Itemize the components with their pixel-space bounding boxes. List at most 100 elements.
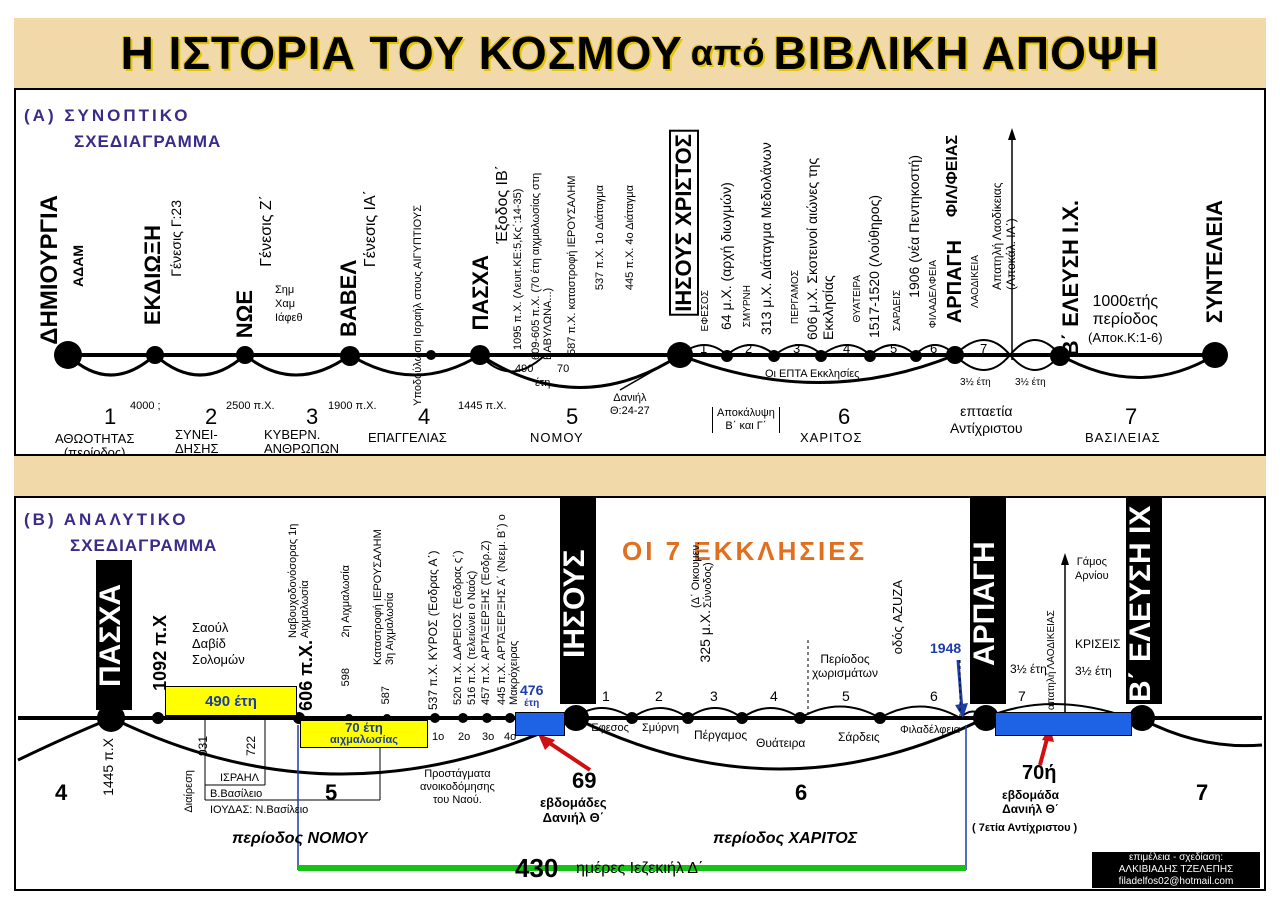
node-b-c5 <box>874 712 886 724</box>
box-490-years: 490 έτη <box>165 686 297 716</box>
seven-churches-title: ΟΙ 7 ΕΚΚΛΗΣΙΕΣ <box>622 536 868 566</box>
label-expulsion: ΕΚΔΙΩΞΗ <box>140 225 165 326</box>
node-b-587 <box>383 714 391 722</box>
node-b-c3 <box>736 712 748 724</box>
church-num-4: 4 <box>843 341 851 356</box>
node-second-coming <box>1050 346 1070 366</box>
label-537: 537 π.Χ. 1ο Διάταγμα <box>594 185 606 291</box>
label-b-israel: ΙΣΡΑΗΛ <box>220 772 260 784</box>
label-end: ΣΥΝΤΕΛΕΙΑ <box>1202 200 1227 324</box>
node-b-598 <box>345 714 353 722</box>
label-b-606: 606 π.Χ. <box>296 640 316 711</box>
church-num-7: 7 <box>980 341 988 356</box>
node-end <box>1202 342 1228 368</box>
label-b-722: 722 <box>244 736 258 757</box>
title-part2: από <box>690 32 766 73</box>
bar-second-coming: Β΄ ΕΛΕΥΣΗ ΙΧ <box>1124 496 1162 704</box>
label-b-grace-period: περίοδος ΧΑΡΙΤΟΣ <box>713 830 858 847</box>
period-5-num: 5 <box>566 404 579 429</box>
label-b-p4: 4 <box>55 780 68 805</box>
label-b-516: 516 π.Χ. (τελειώνει ο Ναός) <box>466 570 478 705</box>
label-apati-laod: Απατηλή Λαοδίκειας (Αποκάλ. ΙΑ΄) <box>990 182 1018 290</box>
label-b-law-period: περίοδος ΝΟΜΟΥ <box>232 830 368 847</box>
label-609: 609-605 π.Χ. (70 έτη αιχμαλωσίας στη ΒΑΒ… <box>530 172 554 360</box>
period-4-label: ΕΠΑΓΓΕΛΙΑΣ <box>368 430 447 445</box>
label-b-587: 587 <box>380 686 392 705</box>
label-b-north-kingdom: Β.Βασίλειο <box>210 788 263 800</box>
node-c4 <box>864 350 876 362</box>
church-num-5: 5 <box>890 341 898 356</box>
period-1-num: 1 <box>104 404 117 429</box>
node-b-jesus <box>563 705 589 731</box>
label-philadelphia-short: ΦΙΛ/ΦΕΙΑΣ <box>944 135 961 218</box>
period-3-label: ΚΥΒΕΡΝ.ΑΝΘΡΩΠΩΝ <box>264 427 340 456</box>
label-b-p7: 7 <box>1196 780 1209 805</box>
bar-passover: ΠΑΣΧΑ <box>94 560 132 710</box>
node-b-520 <box>458 713 468 723</box>
label-b-d1: 1ο <box>432 731 445 743</box>
label-b-d4: 4ο <box>504 731 517 743</box>
title-bar: Η ΙΣΤΟΡΙΑ ΤΟΥ ΚΟΣΜΟΥ από ΒΙΒΛΙΚΗ ΑΠΟΨΗ <box>14 18 1266 88</box>
period-7-label: ΒΑΣΙΛΕΙΑΣ <box>1085 430 1161 445</box>
label-b-931: 931 <box>196 736 210 757</box>
label-gen11: Γένεσις ΙΑ΄ <box>362 190 379 268</box>
label-313: 313 μ.Χ. Διάταγμα Μεδιολάνων <box>758 142 774 335</box>
node-c1 <box>721 350 733 362</box>
label-pergamos: ΠΕΡΓΑΜΟΣ <box>790 270 801 325</box>
label-b-70th: 70ή <box>1022 762 1057 784</box>
label-b-smyrna: Σμύρνη <box>642 722 680 734</box>
node-creation <box>54 341 82 369</box>
node-expulsion <box>146 346 164 364</box>
label-laodicea: ΛΑΟΔΙΚΕΙΑ <box>970 255 981 308</box>
node-jesus <box>667 342 693 368</box>
year-2500: 2500 π.Χ. <box>226 400 275 412</box>
node-b-rapture <box>973 705 999 731</box>
label-b-445: 445 π.Χ. ΑΡΤΑΞΕΡΞΗΣ Α΄ (Νεεμ. Β΄) ο Μακρ… <box>496 514 520 705</box>
label-490: 490 <box>515 363 534 375</box>
label-b-council: (Δ΄ Οικουμεν. Σύνοδος) <box>690 541 714 608</box>
label-b-1092: 1092 π.Χ <box>150 615 170 691</box>
label-eti-a: έτη <box>535 377 551 389</box>
section-b-subtitle: ΣΧΕΔΙΑΓΡΑΜΜΑ <box>70 536 218 555</box>
section-a-subtitle: ΣΧΕΔΙΑΓΡΑΜΜΑ <box>74 132 222 151</box>
label-jesus-christ: ΙΗΣΟΥΣ ΧΡΙΣΤΟΣ <box>669 130 699 316</box>
label-1906: 1906 (νέα Πεντηκοστή) <box>906 155 922 298</box>
label-b-philadelphia: Φιλαδέλφεια <box>900 724 961 736</box>
page-title: Η ΙΣΤΟΡΙΑ ΤΟΥ ΚΟΣΜΟΥ από ΒΙΒΛΙΚΗ ΑΠΟΨΗ <box>14 18 1266 88</box>
year-4000: 4000 ; <box>130 400 161 412</box>
period-6-label: ΧΑΡΙΤΟΣ <box>800 430 863 445</box>
panel-analytic <box>14 496 1266 891</box>
label-b-d2: 2ο <box>458 731 471 743</box>
label-b-antichrist: ( 7ετία Αντίχριστου ) <box>972 822 1078 834</box>
label-ephesus: ΕΦΕΣΟΣ <box>700 290 711 332</box>
node-b-c2 <box>682 712 694 724</box>
title-part3: ΒΙΒΛΙΚΗ ΑΠΟΨΗ <box>773 27 1160 79</box>
node-rapture <box>946 346 964 364</box>
label-b-325: 325 μ.Χ. <box>697 610 713 663</box>
label-b-half1: 3½ έτη <box>1010 662 1047 676</box>
label-rapture: ΑΡΠΑΓΗ <box>944 240 966 324</box>
label-seven-churches: Οι ΕΠΤΑ Εκκλησίες <box>765 368 860 380</box>
label-b-destruction: Καταστροφή ΙΕΡΟΥΣΑΛΗΜ 3η Αιχμαλωσία <box>372 529 396 665</box>
label-b-c5: 5 <box>842 688 850 704</box>
node-b-c1 <box>626 712 638 724</box>
label-b-azusa: οδός AZUZA <box>890 580 905 655</box>
label-b-430: 430 <box>515 853 559 883</box>
label-thyatira: ΘΥΑΤΕΙΡΑ <box>852 275 863 323</box>
credit-box: επιμέλεια - σχεδίαση: ΑΛΚΙΒΙΑΔΗΣ ΤΖΕΛΕΠΗ… <box>1092 852 1260 888</box>
node-b-second-coming <box>1129 705 1155 731</box>
label-b-pergamos: Πέργαμος <box>694 728 748 742</box>
label-b-537: 537 π.Χ. ΚΥΡΟΣ (Έσδρας Α΄) <box>426 550 440 710</box>
period-4-num: 4 <box>418 404 431 429</box>
label-exodus12: Έξοδος ΙΒ΄ <box>494 165 511 244</box>
credit-line1: επιμέλεια - σχεδίαση: <box>1128 852 1224 863</box>
church-num-2: 2 <box>745 341 753 356</box>
